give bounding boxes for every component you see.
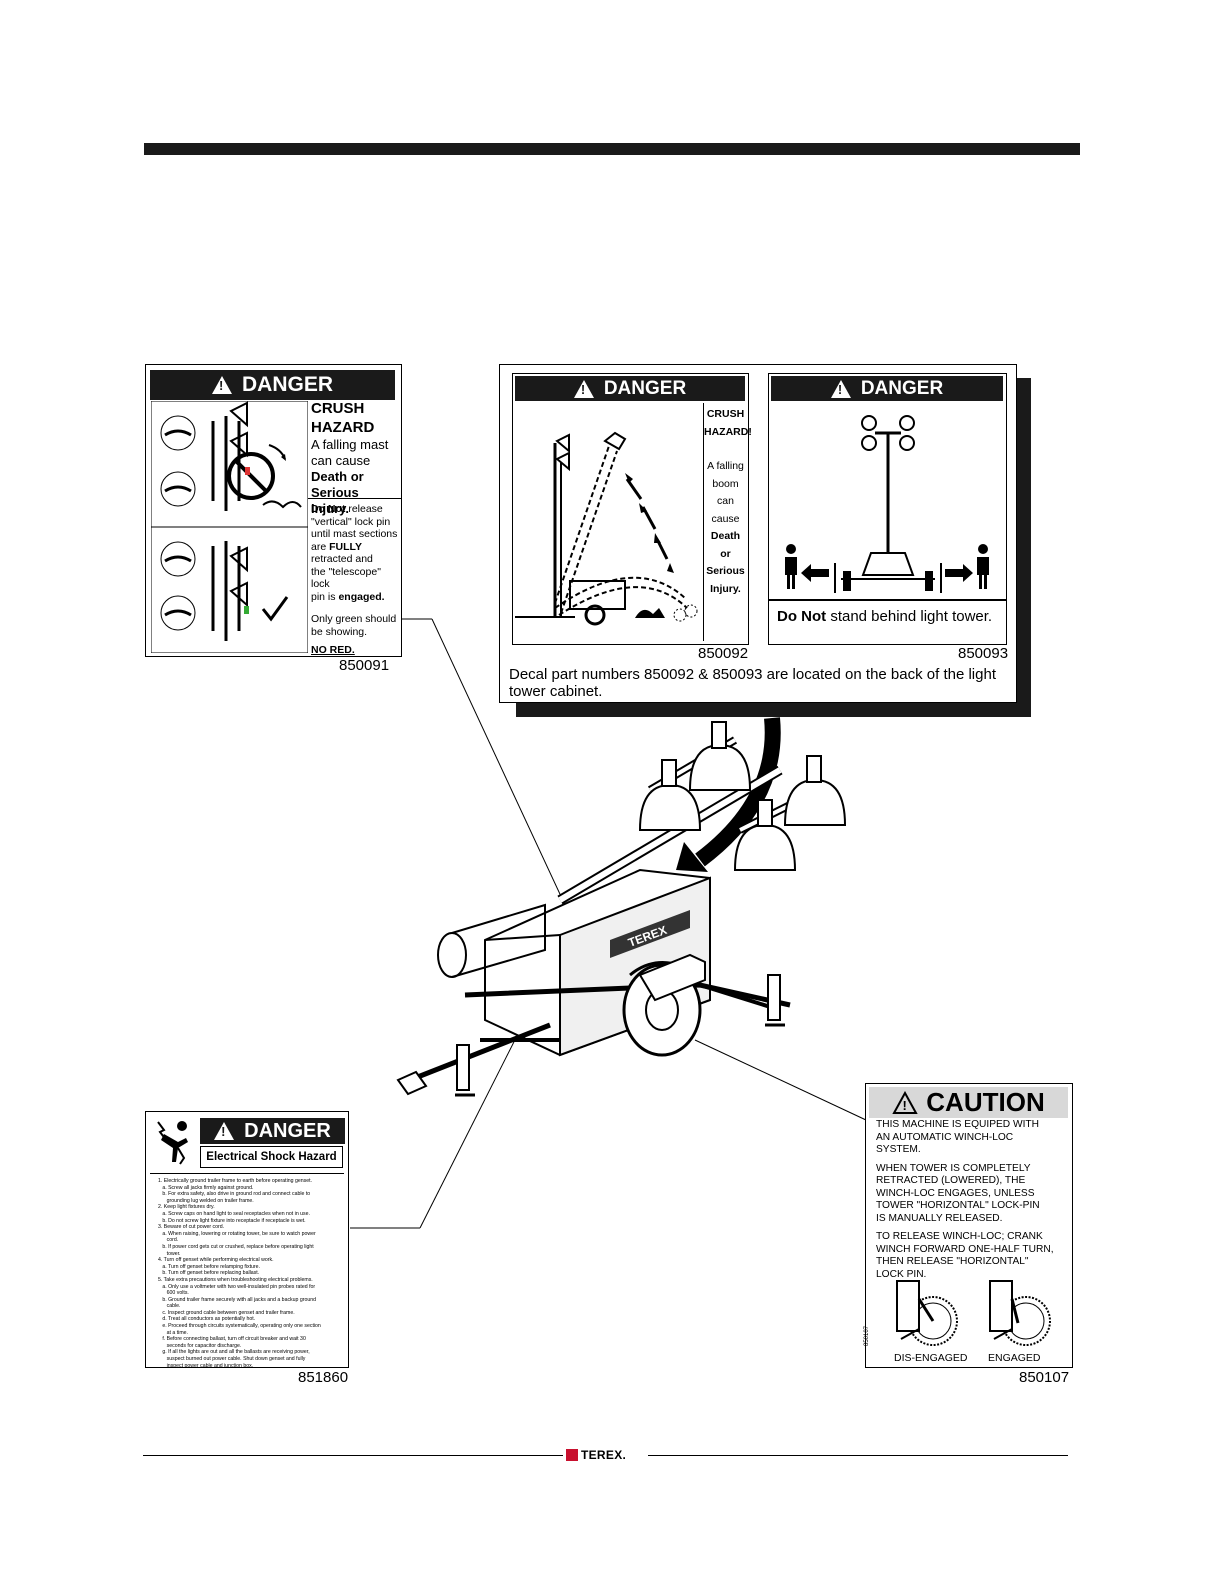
svg-text:!: ! xyxy=(903,1098,907,1113)
hazard-line: can cause xyxy=(311,453,371,468)
part-number-850091: 850091 xyxy=(339,657,390,674)
decal-850107: ! CAUTION THIS MACHINE IS EQUIPED WITH A… xyxy=(864,1083,1073,1368)
winch-engaged-illustration xyxy=(989,1280,1051,1346)
instruction-line: b. If power cord gets cut or crushed, re… xyxy=(158,1243,314,1250)
hazard-line: A falling mast xyxy=(311,437,389,452)
winch-disengaged-illustration xyxy=(896,1280,958,1346)
decal-header: DANGER xyxy=(200,1118,345,1144)
machine-brand-label: TEREX xyxy=(626,923,668,950)
decal-header: DANGER xyxy=(771,376,1003,401)
decal-header: DANGER xyxy=(515,376,745,401)
instruction-line: 600 volts. xyxy=(158,1290,189,1297)
decal-850092: DANGER CRUSH HAZARD! xyxy=(512,373,752,645)
instruction-line: 2. Keep light fixtures dry. xyxy=(158,1204,215,1211)
caution-triangle-icon: ! xyxy=(892,1090,918,1114)
falling-boom-illustration xyxy=(515,431,698,626)
header-rule xyxy=(144,143,1080,155)
hazard-line: Serious Injury. xyxy=(311,485,359,516)
engaged-label: ENGAGED xyxy=(988,1352,1041,1364)
instruction-line: seconds for capacitor discharge. xyxy=(158,1342,242,1349)
part-number-850093: 850093 xyxy=(958,645,1009,662)
caution-header: ! CAUTION xyxy=(869,1087,1068,1118)
instruction-line: 5. Take extra precautions when troublesh… xyxy=(158,1276,313,1283)
terex-logo-icon xyxy=(566,1449,578,1461)
disengaged-label: DIS-ENGAGED xyxy=(894,1352,968,1364)
side-code: 850107 xyxy=(864,1325,870,1346)
instruction-line: cord. xyxy=(158,1237,179,1244)
instruction-line: at a time. xyxy=(158,1329,188,1336)
instruction-line: c. Inspect ground cable between genset a… xyxy=(158,1309,295,1316)
no-red-warning: NO RED. xyxy=(311,644,355,656)
part-number-851860: 851860 xyxy=(298,1369,349,1386)
emphasis: Do Not xyxy=(311,503,346,515)
rear-decal-note: Decal part numbers 850092 & 850093 are l… xyxy=(509,666,996,700)
warning-triangle-icon xyxy=(211,376,232,394)
instruction-line: grounding lug welded on trailer frame. xyxy=(158,1197,254,1204)
rear-decals-panel: DANGER CRUSH HAZARD! xyxy=(499,364,1017,703)
stand-clear-illustration xyxy=(785,415,989,593)
instruction-line: 1. Electrically ground trailer frame to … xyxy=(158,1178,312,1184)
instruction-line: b. Ground trailer frame securely with al… xyxy=(158,1296,317,1303)
crush-hazard-title: CRUSH HAZARD xyxy=(311,400,375,436)
instruction-line: tower. xyxy=(158,1250,181,1257)
instruction-line: a. Turn off genset before relamping fixt… xyxy=(158,1263,260,1270)
footer-logo: TEREX. xyxy=(566,1448,626,1462)
mast-lockpin-illustration xyxy=(151,401,308,653)
warning-triangle-icon xyxy=(214,1122,235,1140)
warning-triangle-icon xyxy=(573,379,594,398)
part-number-850092: 850092 xyxy=(698,645,749,662)
footer-rule-left xyxy=(143,1455,563,1456)
electric-shock-icon xyxy=(157,1121,188,1165)
decal-850091: DANGER CRUSH HAZARD A falling mast c xyxy=(145,364,402,657)
vertical-divider xyxy=(703,403,704,641)
instruction-line: a. When raising, lowering or rotating to… xyxy=(158,1230,316,1237)
footer-rule-right xyxy=(648,1455,1068,1456)
winch-loc-text: THIS MACHINE IS EQUIPED WITH AN AUTOMATI… xyxy=(876,1119,1054,1280)
part-number-850107: 850107 xyxy=(1019,1369,1070,1386)
divider-line xyxy=(308,498,401,499)
instruction-line: e. Proceed through circuits systematical… xyxy=(158,1323,321,1330)
instruction-line: a. Screw caps on hand light to seal rece… xyxy=(158,1210,310,1217)
boom-hazard-text: CRUSH HAZARD! A falling boom can cause D… xyxy=(704,408,752,595)
decal-header: DANGER xyxy=(150,370,395,400)
instruction-line: 4. Turn off genset while performing elec… xyxy=(158,1257,274,1264)
instruction-line: b. Turn off genset before replacing ball… xyxy=(158,1270,260,1277)
instruction-line: d. Treat all conductors as potentially h… xyxy=(158,1316,256,1323)
decal-851860: DANGER Electrical Shock Hazard 1. Electr… xyxy=(145,1111,349,1369)
decal-850093: DANGER Do Not stand behind light tower. xyxy=(768,373,1007,645)
hazard-line: Death or xyxy=(311,469,364,484)
shock-hazard-subtitle: Electrical Shock Hazard xyxy=(200,1146,343,1168)
instruction-line: inspect power cable and junction box. xyxy=(158,1362,254,1369)
stand-behind-caption: Do Not stand behind light tower. xyxy=(777,608,993,625)
instruction-line: g. If all the lights are out and all the… xyxy=(158,1349,310,1356)
lockpin-instructions: Do Not release "vertical" lock pin until… xyxy=(311,503,401,657)
instruction-line: f. Before connecting ballast, turn off c… xyxy=(158,1336,306,1343)
electrical-instructions: 1. Electrically ground trailer frame to … xyxy=(158,1178,344,1369)
instruction-line: a. Only use a voltmeter with two well-in… xyxy=(158,1283,316,1290)
crush-hazard-text: CRUSH HAZARD A falling mast can cause De… xyxy=(311,399,399,517)
warning-triangle-icon xyxy=(830,379,851,398)
instruction-line: suspect burned out power cable. Shut dow… xyxy=(158,1356,306,1363)
instruction-line: 3. Beware of cut power cord. xyxy=(158,1224,225,1231)
divider-line xyxy=(769,599,1006,601)
instruction-line: b. For extra safety, also drive in groun… xyxy=(158,1191,311,1198)
divider-line xyxy=(150,1173,344,1174)
instruction-line: a. Screw all jacks firmly against ground… xyxy=(158,1184,254,1191)
instruction-line: cable. xyxy=(158,1303,181,1310)
instruction-line: b. Do not screw light fixture into recep… xyxy=(158,1217,306,1224)
